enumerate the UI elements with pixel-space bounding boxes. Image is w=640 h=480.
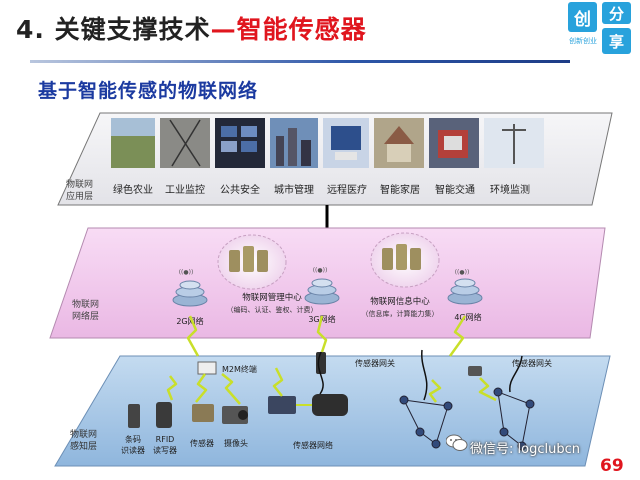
network-layer: 物联网 网络层 物联网管理中心 （编码、认证、鉴权、计费） 物联网信息中心 （信… [50,228,605,338]
app-label: 智能交通 [435,183,475,196]
sense-layer-label-1: 物联网 [70,428,97,440]
rfid-label-2: 读写器 [153,445,177,455]
sensor-label: 传感器 [190,438,214,448]
info-center-label: 物联网信息中心 [370,296,430,307]
gateway-2-label: 传感器网关 [512,358,552,368]
app-label: 智能家居 [380,183,420,196]
mgmt-center-label: 物联网管理中心 [242,292,302,303]
wechat-icon [446,434,468,456]
app-label: 远程医疗 [327,183,367,196]
app-layer-label-2: 应用层 [66,190,93,202]
wechat-watermark: 微信号: logclubcn [470,438,580,457]
rfid-label-1: RFID [156,435,175,444]
app-label: 环境监测 [490,183,530,196]
net-4g-label: 4G网络 [454,312,481,322]
application-layer: 物联网 应用层 绿色农业 工业监控 公共安全 城市管 [58,113,612,205]
app-label: 城市管理 [274,183,314,196]
sensor-network-label: 传感器网络 [293,440,333,450]
wifi-tag: ((●)) [455,269,470,276]
barcode-label-2: 识读器 [121,445,145,455]
m2m-label: M2M终端 [222,364,257,374]
camera-label: 摄像头 [224,438,248,448]
app-label: 绿色农业 [113,183,153,196]
app-label: 工业监控 [165,183,205,196]
net-layer-label-1: 物联网 [72,298,99,310]
info-center-detail: （信息库，计算能力集） [362,309,439,318]
page-number: 69 [600,456,624,476]
app-layer-label-1: 物联网 [66,178,93,190]
app-label: 公共安全 [220,183,260,196]
sense-layer-label-2: 感知层 [70,440,97,452]
barcode-label-1: 条码 [125,434,141,444]
net-layer-label-2: 网络层 [72,310,99,322]
gateway-1-label: 传感器网关 [355,358,395,368]
mgmt-center-detail: （编码、认证、鉴权、计费） [227,305,318,314]
wifi-tag: ((●)) [179,269,194,276]
wifi-tag: ((●)) [313,267,328,274]
